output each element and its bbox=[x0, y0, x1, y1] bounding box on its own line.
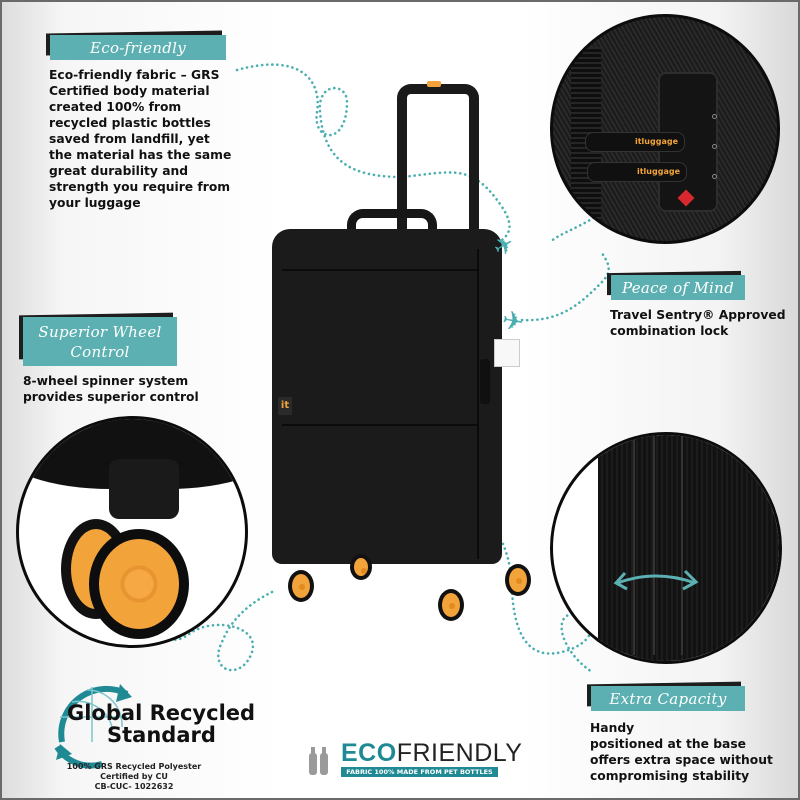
extra-capacity-description: Handy positioned at the base offers extr… bbox=[590, 721, 773, 783]
bottle-icon bbox=[309, 747, 328, 775]
globe-recycle-icon bbox=[58, 684, 132, 743]
wheel-back-left bbox=[350, 554, 372, 580]
zipper-pull-2: itluggage bbox=[587, 162, 687, 182]
wheel-front bbox=[89, 529, 189, 639]
zipper-pull-1: itluggage bbox=[585, 132, 685, 152]
eco-friendly-description: Eco-friendly fabric – GRS Certified body… bbox=[49, 68, 232, 210]
telescopic-handle bbox=[397, 84, 479, 244]
wheel-front-right bbox=[438, 589, 464, 621]
travel-sentry-icon bbox=[677, 189, 695, 207]
eco-friendly-badge: ECOFRIENDLY FABRIC 100% MADE FROM PET BO… bbox=[307, 740, 522, 780]
grs-logo: Global Recycled Standard 100% GRS Recycl… bbox=[32, 672, 255, 792]
carry-handle bbox=[347, 209, 437, 237]
eco-friendly-label: Eco-friendly bbox=[46, 30, 226, 60]
wheel-closeup-photo bbox=[16, 416, 248, 648]
brand-logo: it bbox=[278, 397, 292, 415]
lock-closeup-photo: itluggage itluggage bbox=[550, 14, 780, 244]
peace-of-mind-label: Peace of Mind bbox=[607, 270, 745, 300]
grs-tag bbox=[494, 339, 520, 367]
suitcase-product: it bbox=[262, 81, 531, 634]
wheel-front-left bbox=[288, 570, 314, 602]
expand-arrow-icon bbox=[613, 569, 699, 591]
superior-wheel-description: 8-wheel spinner system provides superior… bbox=[23, 374, 199, 404]
expansion-closeup-photo bbox=[550, 432, 782, 664]
grs-certification-text: 100% GRS Recycled Polyester Certified by… bbox=[66, 762, 202, 791]
peace-of-mind-description: Travel Sentry® Approved combination lock bbox=[610, 308, 786, 338]
extra-capacity-label: Extra Capacity bbox=[587, 681, 745, 711]
eco-tagline: FABRIC 100% MADE FROM PET BOTTLES bbox=[341, 767, 498, 777]
wheel-back-right bbox=[505, 564, 531, 596]
superior-wheel-label: Superior Wheel Control bbox=[19, 312, 177, 366]
